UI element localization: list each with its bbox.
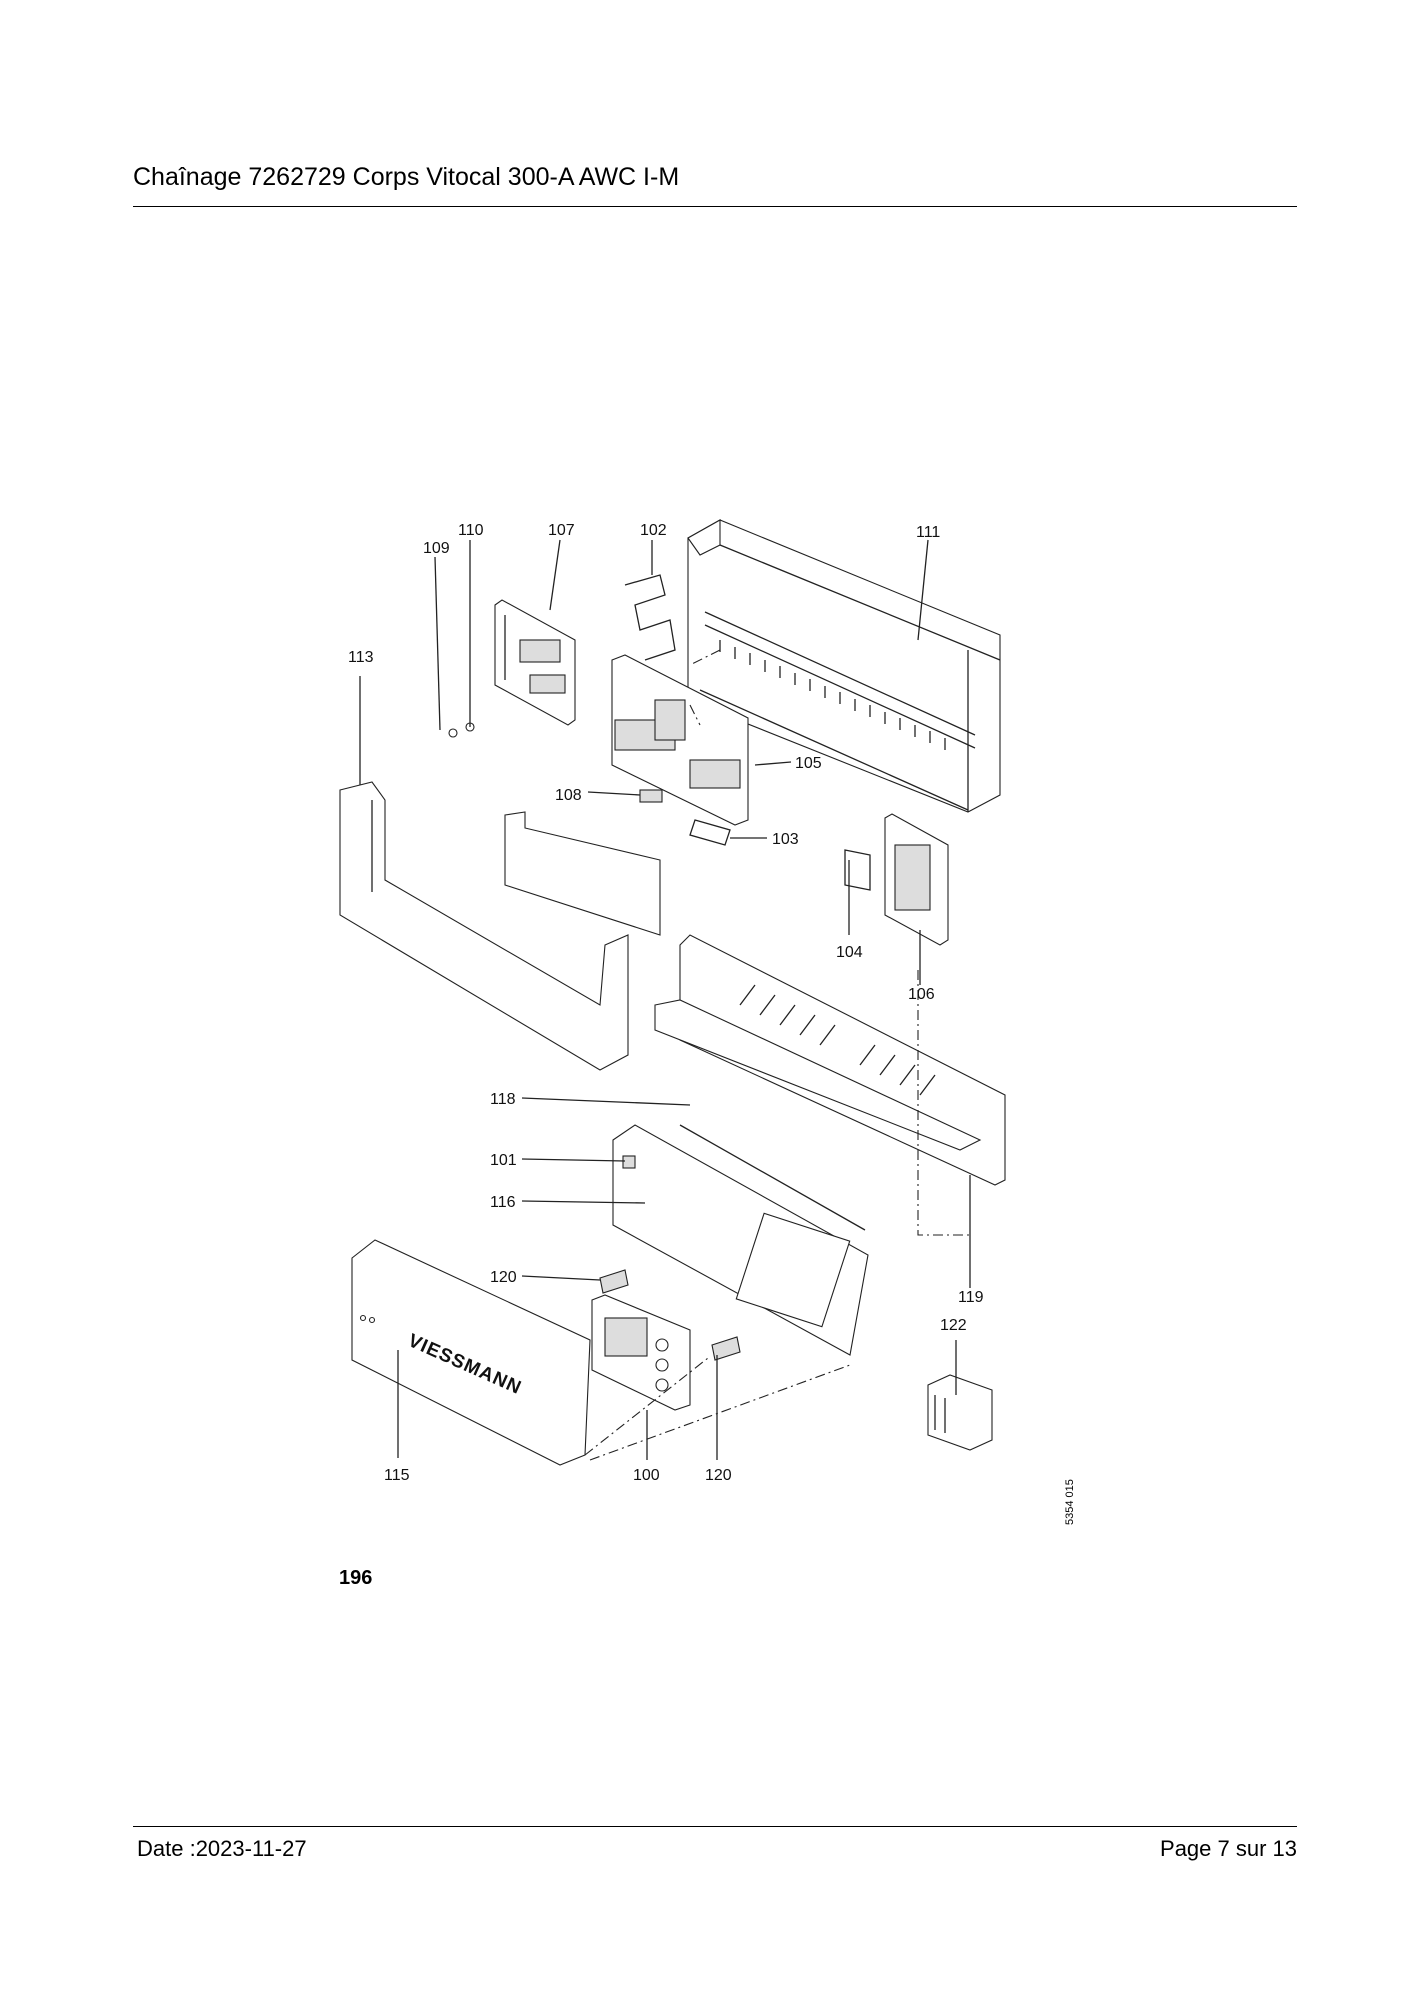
part-104-cable xyxy=(844,849,871,891)
part-118-rail xyxy=(679,1124,866,1231)
callout-105: 105 xyxy=(795,755,822,772)
drawing-reference-code: 5354 015 xyxy=(1064,1479,1076,1525)
callout-115: 115 xyxy=(384,1467,410,1484)
document-title: Chaînage 7262729 Corps Vitocal 300-A AWC… xyxy=(133,163,680,191)
part-107-board xyxy=(494,599,576,726)
callout-102: 102 xyxy=(640,522,667,539)
callout-113: 113 xyxy=(348,649,374,666)
figure-number: 196 xyxy=(339,1567,373,1589)
part-115-front-cover: VIESSMANN xyxy=(351,1239,591,1466)
callout-103: 103 xyxy=(772,831,799,848)
part-120-hinge-right xyxy=(711,1336,741,1361)
callout-122: 122 xyxy=(940,1317,967,1334)
part-108-clip xyxy=(639,789,663,803)
callout-100: 100 xyxy=(633,1467,660,1484)
footer-date: Date :2023-11-27 xyxy=(137,1836,307,1861)
callout-120-right: 120 xyxy=(705,1467,732,1484)
callout-116: 116 xyxy=(490,1194,516,1211)
callout-109: 109 xyxy=(423,540,450,557)
part-100-display-module xyxy=(591,1294,691,1411)
callout-104: 104 xyxy=(836,944,863,961)
header-divider xyxy=(133,206,1297,207)
callout-118: 118 xyxy=(490,1091,516,1108)
tray-ribs xyxy=(739,984,936,1096)
callout-107: 107 xyxy=(548,522,575,539)
part-122-block xyxy=(927,1374,993,1451)
part-102-cable xyxy=(624,574,676,661)
callout-108: 108 xyxy=(555,787,582,804)
part-105-main-board xyxy=(611,654,749,826)
housing-terminal-row xyxy=(719,640,946,750)
callout-119: 119 xyxy=(958,1289,984,1306)
part-103-cable xyxy=(689,819,731,846)
part-106-module xyxy=(884,813,949,946)
part-116-control-panel xyxy=(612,1124,869,1356)
callout-106: 106 xyxy=(908,986,935,1003)
callout-110: 110 xyxy=(458,522,484,539)
callout-111: 111 xyxy=(916,524,940,541)
callout-120-left: 120 xyxy=(490,1269,517,1286)
cover-plate xyxy=(504,811,661,936)
footer-page-number: Page 7 sur 13 xyxy=(1160,1836,1297,1861)
leader-lines xyxy=(359,539,971,1460)
callout-101: 101 xyxy=(490,1152,517,1169)
part-113-frame xyxy=(339,781,629,1071)
part-120-hinge-left xyxy=(599,1269,629,1294)
part-119-tray xyxy=(654,934,1006,1186)
assembly-lines xyxy=(584,649,970,1461)
footer-divider xyxy=(133,1826,1297,1827)
